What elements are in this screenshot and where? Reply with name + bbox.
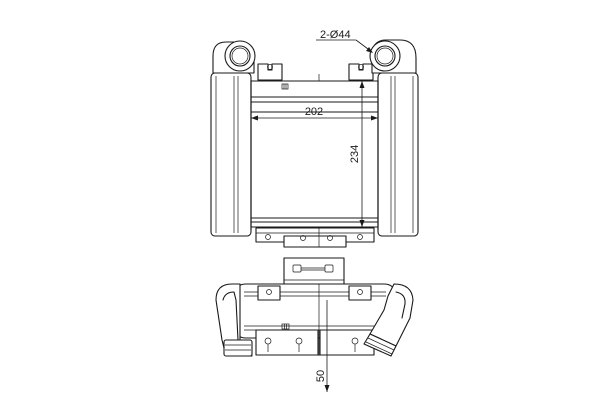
height-dimension-label: 234 (349, 145, 361, 163)
pipe-diameter-label: 2-Ø44 (320, 29, 351, 41)
core (250, 74, 379, 228)
bottom-view-left-bracket (257, 285, 290, 330)
bottom-view-right-bracket (348, 285, 372, 301)
top-left-bracket (257, 63, 289, 90)
pipe-diameter-callout: 2-Ø44 (316, 29, 373, 53)
left-tank (210, 72, 252, 237)
bottom-bracket (255, 227, 375, 248)
outlet-offset-label: 50 (315, 370, 327, 382)
bottom-view-right-pipe (363, 283, 414, 357)
top-right-bracket (348, 63, 374, 81)
bottom-view-top-tab (283, 257, 345, 287)
bottom-view-mounting-plate (255, 329, 375, 356)
left-inlet-pipe (212, 40, 256, 74)
right-inlet-pipe (369, 39, 417, 74)
right-tank (377, 72, 419, 237)
width-dimension: 202 (251, 106, 378, 121)
front-view: 202 234 2-Ø44 (210, 29, 419, 248)
outlet-offset-dimension: 50 (315, 300, 330, 392)
width-dimension-label: 202 (305, 106, 323, 118)
height-dimension: 234 (349, 81, 365, 227)
bottom-view: 50 (215, 257, 414, 392)
bottom-view-left-pipe (215, 283, 253, 357)
